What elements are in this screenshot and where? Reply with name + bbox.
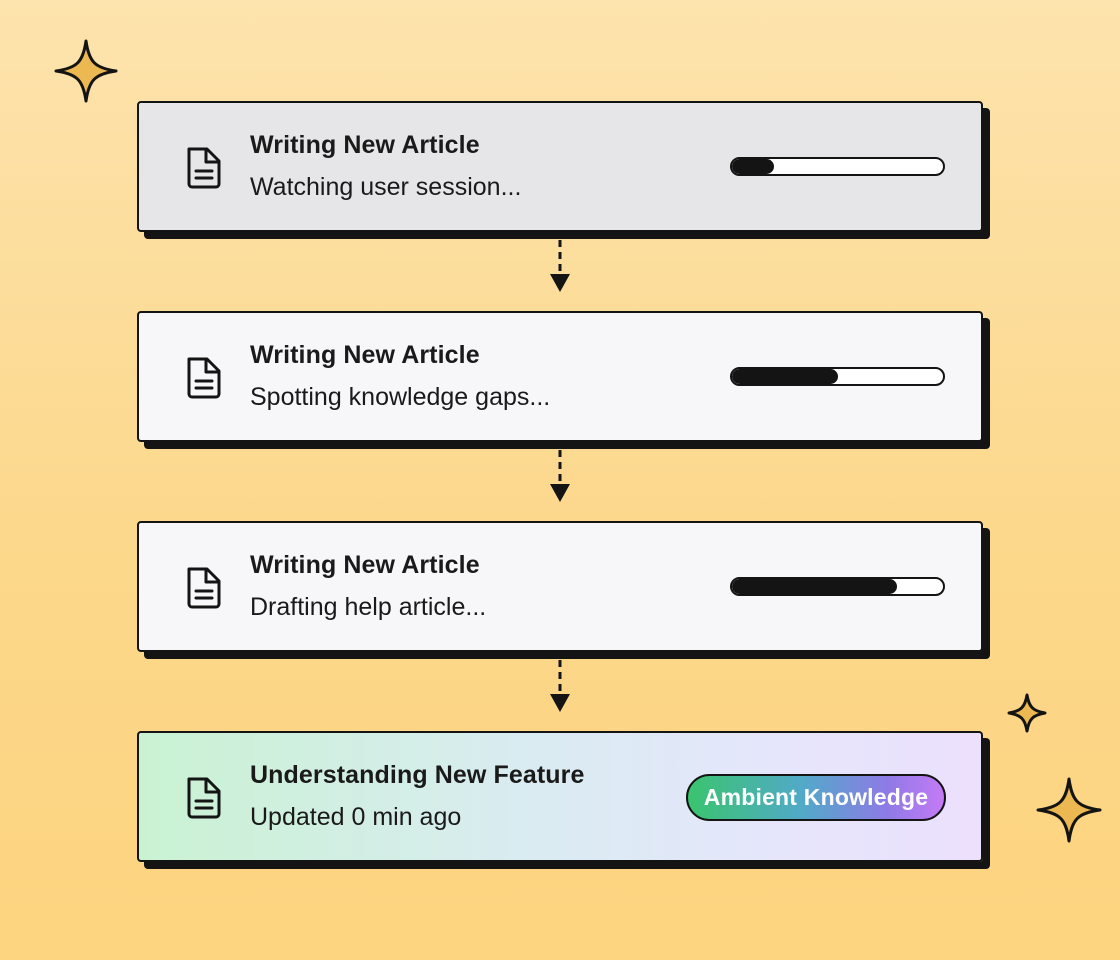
document-icon bbox=[187, 357, 221, 399]
step-status: Watching user session... bbox=[250, 173, 522, 201]
progress-fill bbox=[732, 369, 838, 384]
step-title: Writing New Article bbox=[250, 131, 480, 159]
step-card-drafting: Writing New Article Drafting help articl… bbox=[137, 521, 983, 652]
progress-bar bbox=[730, 157, 945, 176]
document-icon bbox=[187, 567, 221, 609]
result-title: Understanding New Feature bbox=[250, 761, 585, 789]
sparkle-icon bbox=[54, 39, 118, 103]
sparkle-icon bbox=[1007, 693, 1047, 733]
step-status: Spotting knowledge gaps... bbox=[250, 383, 551, 411]
arrow-down-icon bbox=[550, 660, 570, 712]
ambient-knowledge-badge[interactable]: Ambient Knowledge bbox=[686, 774, 946, 821]
progress-fill bbox=[732, 159, 775, 174]
sparkle-icon bbox=[1036, 777, 1102, 843]
arrow-down-icon bbox=[550, 240, 570, 292]
progress-fill bbox=[732, 579, 897, 594]
result-timestamp: Updated 0 min ago bbox=[250, 803, 462, 831]
step-status: Drafting help article... bbox=[250, 593, 487, 621]
step-title: Writing New Article bbox=[250, 341, 480, 369]
document-icon bbox=[187, 777, 221, 819]
step-card-spotting: Writing New Article Spotting knowledge g… bbox=[137, 311, 983, 442]
progress-bar bbox=[730, 577, 945, 596]
result-card[interactable]: Understanding New Feature Updated 0 min … bbox=[137, 731, 983, 862]
arrow-down-icon bbox=[550, 450, 570, 502]
progress-bar bbox=[730, 367, 945, 386]
step-title: Writing New Article bbox=[250, 551, 480, 579]
step-card-watching: Writing New Article Watching user sessio… bbox=[137, 101, 983, 232]
document-icon bbox=[187, 147, 221, 189]
